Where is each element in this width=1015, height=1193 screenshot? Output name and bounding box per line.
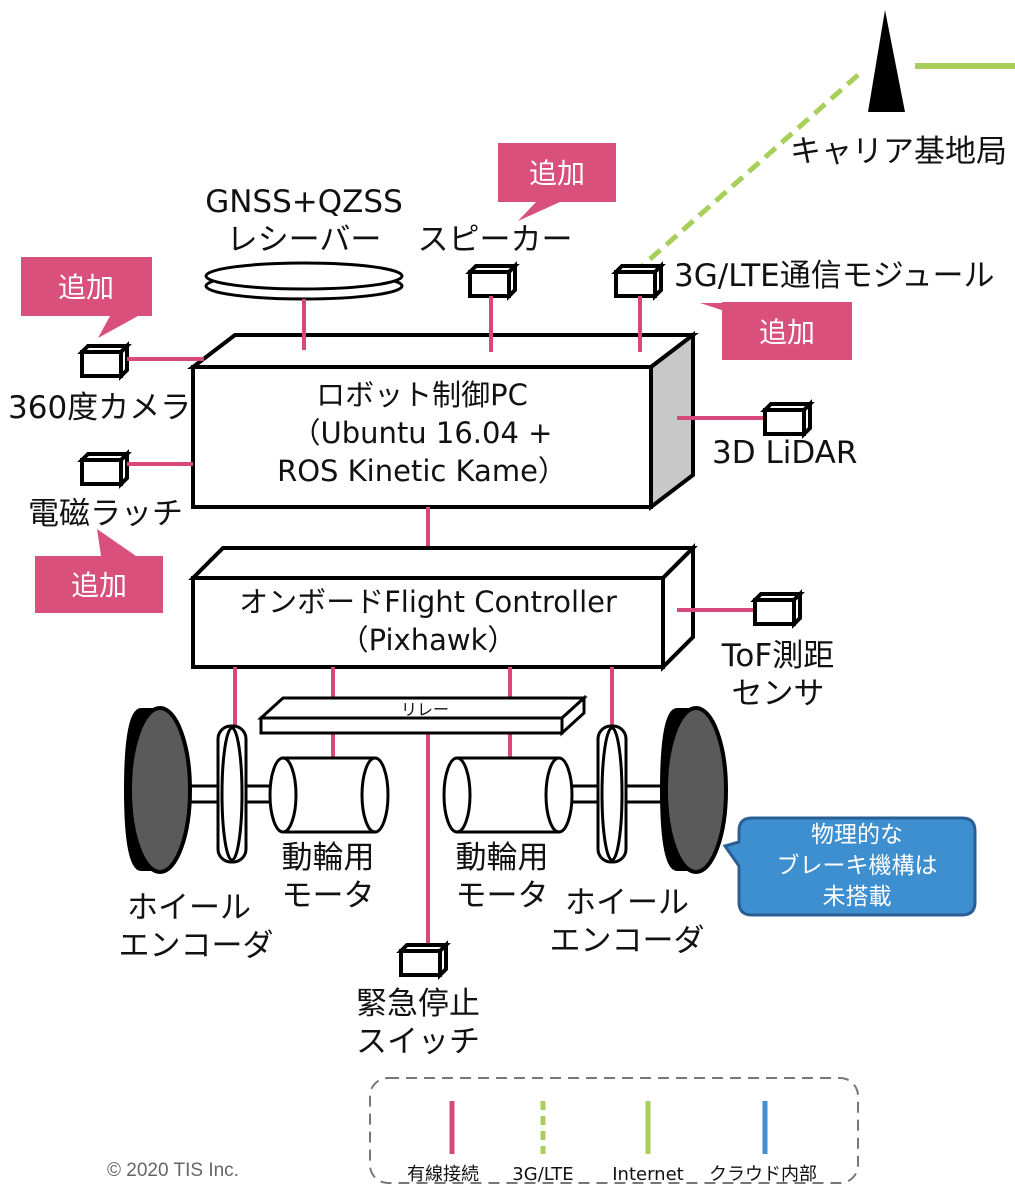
copyright-text: © 2020 TIS Inc. (107, 1160, 239, 1181)
right-motor-icon (442, 756, 574, 834)
robot-pc-os: （Ubuntu 16.04 + (292, 416, 553, 450)
left-motor-icon (268, 756, 390, 834)
lidar-3d: 3D LiDAR (677, 399, 857, 471)
motor-right-label-line1: 動輪用 (456, 840, 549, 876)
latch-device-icon (77, 449, 132, 489)
flight-controller-box: オンボードFlight Controller （Pixhawk） (188, 543, 698, 672)
added-tag-label: 追加 (58, 271, 114, 304)
robot-pc-title: ロボット制御PC (316, 378, 528, 412)
fc-wires (233, 667, 614, 944)
tof-label-line1: ToF測距 (721, 638, 834, 674)
camera-label: 360度カメラ (8, 390, 191, 426)
added-tag-label: 追加 (529, 157, 585, 190)
right-encoder-icon (596, 724, 628, 864)
encoder-left-label-line2: エンコーダ (119, 928, 274, 964)
brake-callout-line2: ブレーキ機構は (777, 853, 938, 879)
added-tag: 追加 (498, 143, 616, 221)
gnss-receiver: GNSS+QZSS レシーバー (204, 184, 404, 350)
lidar-device-icon (760, 399, 815, 439)
camera-360: 360度カメラ (8, 341, 204, 426)
brake-callout-line3: 未搭載 (823, 884, 892, 910)
added-tag: 追加 (700, 302, 852, 360)
legend-label-lte: 3G/LTE (512, 1164, 573, 1185)
emergency-stop-switch: 緊急停止 スイッチ (356, 940, 480, 1060)
motor-right-label-line2: モータ (456, 878, 549, 914)
fc-model: （Pixhawk） (340, 623, 517, 657)
tof-label-line2: センサ (732, 676, 825, 712)
lidar-label: 3D LiDAR (712, 435, 857, 471)
left-wheel-assembly (124, 706, 390, 874)
robot-pc-box: ロボット制御PC （Ubuntu 16.04 + ROS Kinetic Kam… (187, 330, 699, 512)
electromagnetic-latch: 電磁ラッチ (28, 449, 193, 532)
lte-module-device-icon (611, 261, 666, 301)
legend: 有線接続 3G/LTE Internet クラウド内部 (369, 1077, 859, 1185)
legend-frame (369, 1077, 859, 1184)
brake-callout: 物理的な ブレーキ機構は 未搭載 (722, 816, 977, 917)
relay-label: リレー (401, 700, 449, 719)
lte-module-label: 3G/LTE通信モジュール (674, 258, 995, 294)
right-wheel-icon (660, 706, 728, 874)
speaker-device-icon (465, 261, 520, 301)
robot-pc-ros: ROS Kinetic Kame） (277, 454, 567, 488)
motor-left-label-line2: モータ (282, 878, 375, 914)
estop-label-line2: スイッチ (356, 1024, 480, 1060)
motor-left-label-line1: 動輪用 (282, 840, 375, 876)
brake-callout-line1: 物理的な (811, 822, 903, 848)
tower-antenna-icon (868, 10, 905, 112)
gnss-label-line2: レシーバー (227, 222, 382, 258)
estop-label-line1: 緊急停止 (356, 986, 480, 1022)
carrier-tower: キャリア基地局 (638, 10, 1015, 270)
added-tag-label: 追加 (759, 316, 815, 349)
latch-label: 電磁ラッチ (28, 496, 183, 532)
lte-link-line (638, 73, 860, 270)
legend-label-wired: 有線接続 (407, 1164, 479, 1185)
speaker-label: スピーカー (418, 222, 573, 258)
estop-device-icon (396, 940, 451, 980)
fc-title: オンボードFlight Controller (239, 585, 617, 619)
encoder-right-label-line1: ホイール (565, 885, 689, 921)
encoder-right-label-line2: エンコーダ (550, 923, 705, 959)
camera-device-icon (77, 341, 132, 381)
left-encoder-icon (216, 724, 248, 864)
tof-device-icon (750, 589, 805, 629)
gnss-label-line1: GNSS+QZSS (205, 184, 403, 220)
lte-module: 3G/LTE通信モジュール (611, 258, 995, 352)
added-tag-label: 追加 (71, 569, 127, 602)
encoder-left-label-line1: ホイール (127, 890, 251, 926)
speaker: スピーカー (418, 222, 573, 352)
added-tag: 追加 (21, 257, 152, 338)
relay: リレー (257, 694, 588, 737)
tower-label: キャリア基地局 (790, 134, 1007, 170)
right-wheel-assembly (442, 706, 728, 874)
legend-label-cloud: クラウド内部 (709, 1164, 817, 1185)
gnss-antenna-icon (204, 261, 404, 291)
left-wheel-icon (124, 706, 192, 874)
added-tag: 追加 (35, 529, 163, 613)
legend-label-internet: Internet (612, 1164, 683, 1185)
tof-sensor: ToF測距 センサ (677, 589, 834, 712)
